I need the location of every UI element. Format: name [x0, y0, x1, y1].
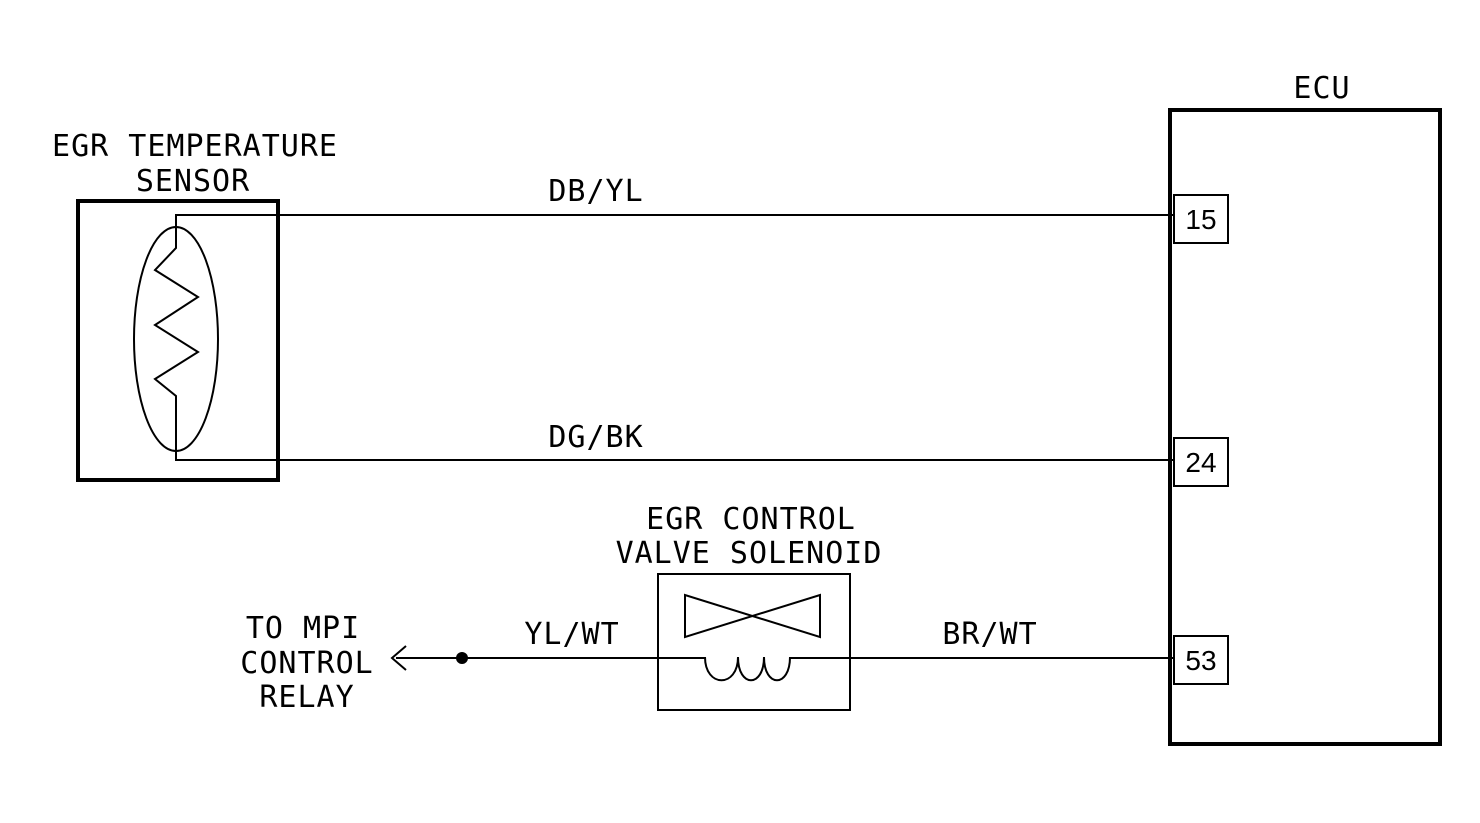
pin-24-label: 24 [1185, 447, 1216, 478]
relay-label-line3: RELAY [259, 680, 354, 715]
pin-53-label: 53 [1185, 645, 1216, 676]
egr-control-valve-solenoid: EGR CONTROL VALVE SOLENOID [616, 502, 883, 711]
ecu-pin-24: 24 [1173, 437, 1229, 487]
solenoid-label-line2: VALVE SOLENOID [616, 536, 883, 571]
arrow-left-icon [390, 645, 407, 671]
ecu-box [1168, 108, 1442, 746]
splice-dot-icon [456, 652, 468, 664]
coil-icon [704, 656, 791, 682]
valve-icon [684, 593, 821, 639]
wire-db-yl-line [175, 214, 1174, 232]
egr-temperature-sensor: EGR TEMPERATURE SENSOR [52, 129, 338, 482]
thermistor-resistor-icon [153, 232, 200, 450]
wire-br-wt: BR/WT [790, 617, 1174, 659]
ecu-pin-15: 15 [1173, 194, 1229, 244]
relay-label-line2: CONTROL [240, 646, 373, 681]
wire-dg-bk: DG/BK [175, 420, 1174, 461]
sensor-label-line1: EGR TEMPERATURE [52, 129, 338, 164]
sensor-label-line2: SENSOR [136, 164, 250, 199]
pin-15-label: 15 [1185, 204, 1216, 235]
wire-dg-bk-label: DG/BK [548, 420, 643, 455]
mpi-control-relay-label: TO MPI CONTROL RELAY [240, 611, 373, 715]
ecu-label: ECU [1293, 71, 1350, 106]
wire-yl-wt: YL/WT [390, 617, 705, 671]
pin-53-box [1173, 635, 1229, 685]
pin-24-box [1173, 437, 1229, 487]
wire-dg-bk-line [175, 450, 1174, 461]
solenoid-box [657, 573, 851, 711]
ecu-pin-53: 53 [1173, 635, 1229, 685]
wire-yl-wt-label: YL/WT [524, 617, 619, 652]
sensor-box [76, 199, 280, 482]
wire-db-yl: DB/YL [175, 174, 1174, 232]
relay-label-line1: TO MPI [246, 611, 360, 646]
solenoid-label-line1: EGR CONTROL [646, 502, 856, 537]
ecu-module: ECU 15 24 53 [1168, 71, 1442, 746]
wire-db-yl-label: DB/YL [548, 174, 643, 209]
wire-br-wt-label: BR/WT [942, 617, 1037, 652]
pin-15-box [1173, 194, 1229, 244]
